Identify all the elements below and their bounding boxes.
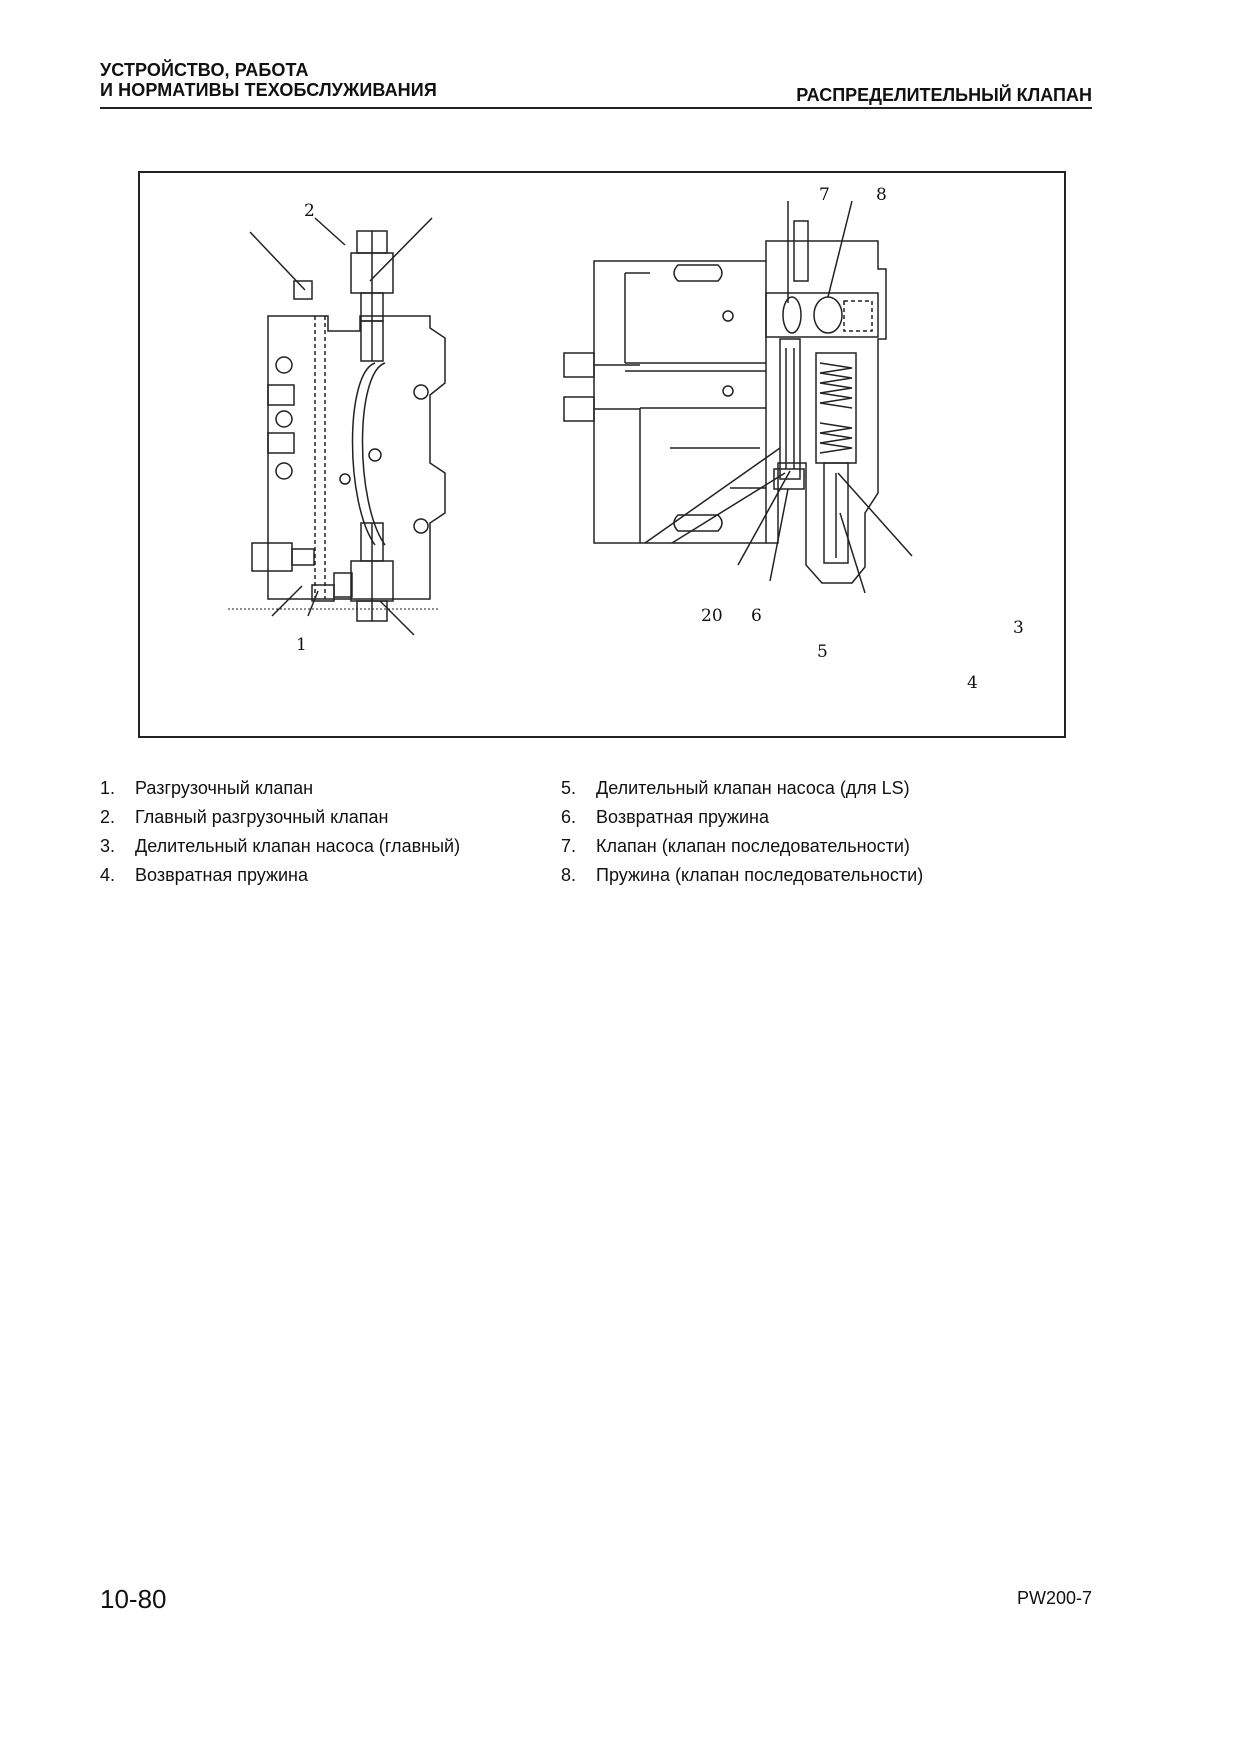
right-valve-body <box>563 220 887 584</box>
valve-diagram: 2 1 8 3 4 7 20 6 5 <box>228 185 1024 693</box>
legend-item-text: Разгрузочный клапан <box>135 778 314 798</box>
legend-item-number: 5. <box>561 778 577 798</box>
legend-column-left: 1. Разгрузочный клапан 2. Главный разгру… <box>100 774 460 890</box>
valve-diagram-figure: 2 1 8 3 4 7 20 6 5 <box>138 171 1066 738</box>
callout-5: 5 <box>817 642 828 662</box>
header-title-line2: И НОРМАТИВЫ ТЕХОБСЛУЖИВАНИЯ <box>100 80 437 100</box>
legend-item: 6. Возвратная пружина <box>561 803 923 832</box>
header-title-line1: УСТРОЙСТВО, РАБОТА <box>100 60 309 80</box>
page-number: 10-80 <box>100 1584 167 1614</box>
header-rule <box>100 107 1092 109</box>
right-leader-lines <box>644 200 913 594</box>
legend-item-number: 4. <box>100 865 116 885</box>
callout-3: 3 <box>1013 618 1024 638</box>
legend-item-text: Делительный клапан насоса (для LS) <box>596 778 910 798</box>
legend-item-number: 7. <box>561 836 577 856</box>
legend-item-text: Пружина (клапан последовательности) <box>596 865 924 885</box>
callout-6: 6 <box>751 606 762 626</box>
legend-column-right: 5. Делительный клапан насоса (для LS) 6.… <box>561 774 923 890</box>
legend-item: 7. Клапан (клапан последовательности) <box>561 832 923 861</box>
legend-item-number: 2. <box>100 807 116 827</box>
legend-item-number: 6. <box>561 807 577 827</box>
legend-item-text: Делительный клапан насоса (главный) <box>135 836 461 856</box>
legend-item: 5. Делительный клапан насоса (для LS) <box>561 774 923 803</box>
callout-7: 7 <box>819 185 830 205</box>
legend-item: 2. Главный разгрузочный клапан <box>100 803 460 832</box>
callout-2: 2 <box>304 201 315 221</box>
header-chapter-title: РАСПРЕДЕЛИТЕЛЬНЫЙ КЛАПАН <box>796 85 1092 105</box>
legend-item-text: Возвратная пружина <box>135 865 309 885</box>
model-number: PW200-7 <box>1016 1588 1092 1608</box>
left-leader-lines <box>249 217 433 636</box>
legend-item: 3. Делительный клапан насоса (главный) <box>100 832 460 861</box>
callout-8: 8 <box>876 185 887 205</box>
callout-1: 1 <box>296 635 307 655</box>
legend-item-text: Клапан (клапан последовательности) <box>596 836 910 856</box>
header-section-title: УСТРОЙСТВО, РАБОТА И НОРМАТИВЫ ТЕХОБСЛУЖ… <box>100 60 437 100</box>
legend-item: 1. Разгрузочный клапан <box>100 774 460 803</box>
callout-20: 20 <box>701 606 723 626</box>
legend-item-number: 3. <box>100 836 116 856</box>
legend-item-text: Возвратная пружина <box>596 807 770 827</box>
legend-item: 4. Возвратная пружина <box>100 861 460 890</box>
legend-item: 8. Пружина (клапан последовательности) <box>561 861 923 890</box>
left-valve-body <box>228 230 446 622</box>
legend-item-number: 1. <box>100 778 116 798</box>
legend-item-number: 8. <box>561 865 577 885</box>
callout-4: 4 <box>967 673 978 693</box>
legend-item-text: Главный разгрузочный клапан <box>135 807 389 827</box>
